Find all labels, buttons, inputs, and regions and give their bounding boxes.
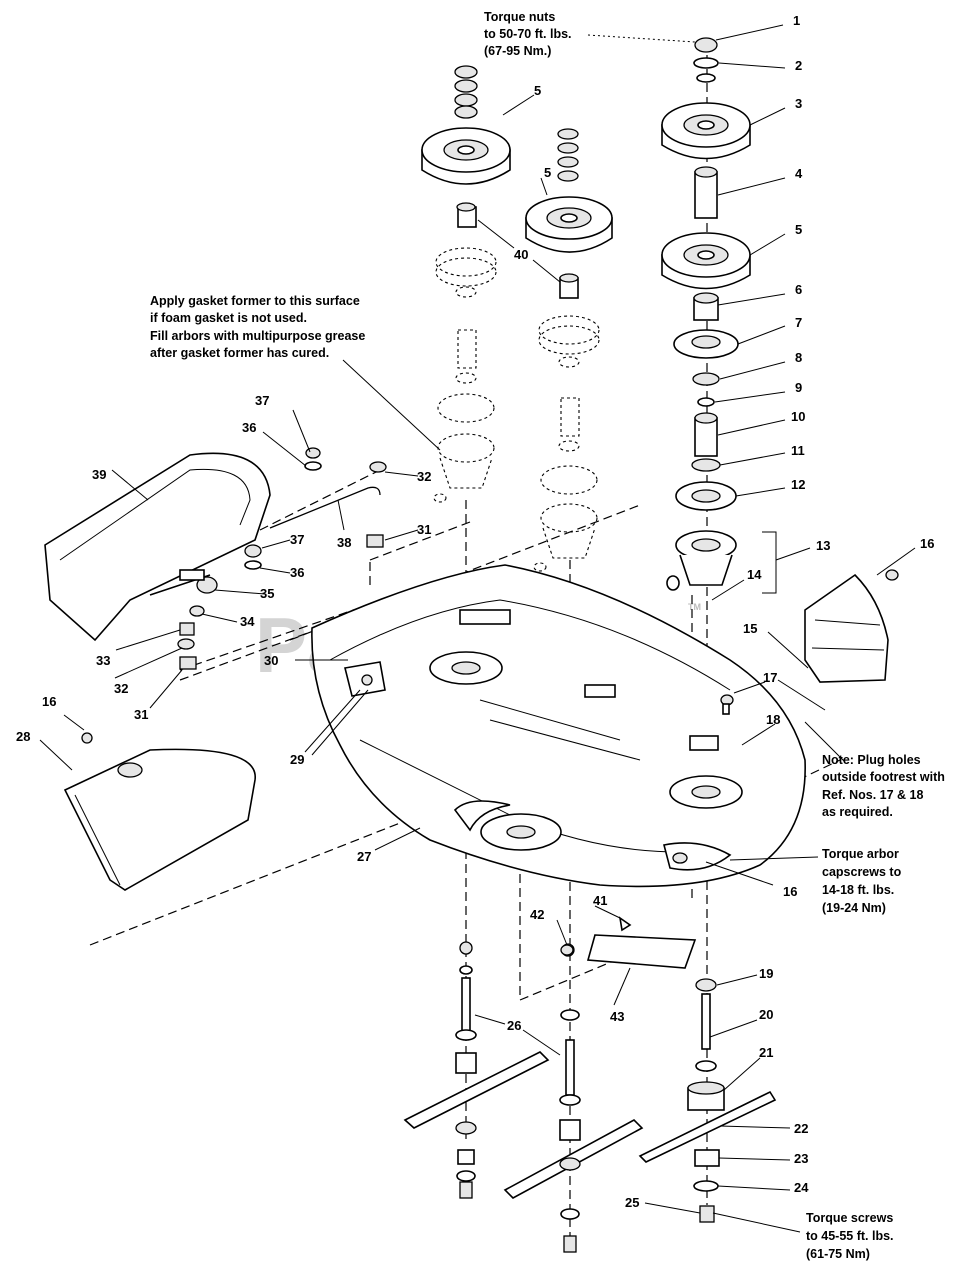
left-spindle-upper <box>421 65 511 503</box>
hardware-small <box>177 447 387 697</box>
callout-16-arbor: 16 <box>783 884 797 899</box>
callout-11: 11 <box>791 443 805 458</box>
callout-31-bottom: 31 <box>134 707 148 722</box>
svg-text:outside footrest with: outside footrest with <box>822 770 945 784</box>
callout-36-top: 36 <box>242 420 256 435</box>
svg-text:Fill arbors with multipurpose: Fill arbors with multipurpose grease <box>150 329 365 343</box>
svg-text:Torque nuts: Torque nuts <box>484 10 555 24</box>
callout-numbers: 1 2 3 4 5 5 5 6 7 8 9 10 11 12 13 14 15 … <box>16 13 934 1210</box>
middle-spindle-upper <box>525 128 613 572</box>
callout-22: 22 <box>794 1121 808 1136</box>
mower-deck <box>311 564 806 888</box>
callout-9: 9 <box>795 380 802 395</box>
callout-36-bottom: 36 <box>290 565 304 580</box>
callout-23: 23 <box>794 1151 808 1166</box>
lower-right-spindle <box>638 978 777 1223</box>
callout-24: 24 <box>794 1180 809 1195</box>
svg-text:(19-24 Nm): (19-24 Nm) <box>822 901 886 915</box>
callout-32-top: 32 <box>417 469 431 484</box>
callout-37-top: 37 <box>255 393 269 408</box>
callout-6: 6 <box>795 282 802 297</box>
callout-33: 33 <box>96 653 110 668</box>
callout-3: 3 <box>795 96 802 111</box>
callout-40: 40 <box>514 247 528 262</box>
callout-42: 42 <box>530 907 544 922</box>
callout-39: 39 <box>92 467 106 482</box>
callout-27: 27 <box>357 849 371 864</box>
svg-text:to 45-55 ft. lbs.: to 45-55 ft. lbs. <box>806 1229 894 1243</box>
callout-28: 28 <box>16 729 30 744</box>
note-gasket: Apply gasket former to this surface if f… <box>150 294 365 360</box>
svg-text:capscrews to: capscrews to <box>822 865 902 879</box>
callout-29: 29 <box>290 752 304 767</box>
callout-30: 30 <box>264 653 278 668</box>
callout-5-left: 5 <box>534 83 541 98</box>
belt-cover <box>804 569 899 683</box>
callout-14: 14 <box>747 567 762 582</box>
callout-25: 25 <box>625 1195 639 1210</box>
callout-35: 35 <box>260 586 274 601</box>
callout-26: 26 <box>507 1018 521 1033</box>
callout-20: 20 <box>759 1007 773 1022</box>
hardware-misc <box>560 694 734 969</box>
callout-5-right: 5 <box>795 222 802 237</box>
callout-17: 17 <box>763 670 777 685</box>
callout-43: 43 <box>610 1009 624 1024</box>
callout-34: 34 <box>240 614 255 629</box>
callout-10: 10 <box>791 409 805 424</box>
note-torque-screws: Torque screws to 45-55 ft. lbs. (61-75 N… <box>806 1211 894 1261</box>
right-spindle-stack <box>661 37 751 591</box>
svg-text:to 50-70 ft. lbs.: to 50-70 ft. lbs. <box>484 27 572 41</box>
callout-5-middle: 5 <box>544 165 551 180</box>
callout-38: 38 <box>337 535 351 550</box>
callout-12: 12 <box>791 477 805 492</box>
note-torque-nuts: Torque nuts to 50-70 ft. lbs. (67-95 Nm.… <box>484 10 572 58</box>
note-torque-arbor: Torque arbor capscrews to 14-18 ft. lbs.… <box>822 847 902 915</box>
leader-lines <box>39 24 916 1233</box>
callout-32-bottom: 32 <box>114 681 128 696</box>
svg-text:Torque arbor: Torque arbor <box>822 847 899 861</box>
callout-15: 15 <box>743 621 757 636</box>
callout-31-top: 31 <box>417 522 431 537</box>
svg-text:Ref. Nos. 17 & 18: Ref. Nos. 17 & 18 <box>822 788 923 802</box>
callout-4: 4 <box>795 166 803 181</box>
svg-text:Torque screws: Torque screws <box>806 1211 893 1225</box>
callout-21: 21 <box>759 1045 773 1060</box>
svg-text:as required.: as required. <box>822 805 893 819</box>
watermark-tm: TM <box>688 602 701 612</box>
callout-16-cover: 16 <box>920 536 934 551</box>
callout-1: 1 <box>793 13 800 28</box>
callout-2: 2 <box>795 58 802 73</box>
svg-text:after gasket former has cured.: after gasket former has cured. <box>150 346 329 360</box>
svg-text:(67-95 Nm.): (67-95 Nm.) <box>484 44 551 58</box>
svg-text:14-18 ft. lbs.: 14-18 ft. lbs. <box>822 883 894 897</box>
side-shield <box>63 732 256 891</box>
callout-18: 18 <box>766 712 780 727</box>
callout-41: 41 <box>593 893 607 908</box>
callout-19: 19 <box>759 966 773 981</box>
svg-text:Apply gasket former to this su: Apply gasket former to this surface <box>150 294 360 308</box>
svg-text:if foam gasket is not used.: if foam gasket is not used. <box>150 311 307 325</box>
svg-text:Note: Plug holes: Note: Plug holes <box>822 753 921 767</box>
callout-8: 8 <box>795 350 802 365</box>
callout-16-shield: 16 <box>42 694 56 709</box>
callout-7: 7 <box>795 315 802 330</box>
callout-13: 13 <box>816 538 830 553</box>
callout-37-bottom: 37 <box>290 532 304 547</box>
discharge-chute <box>44 452 271 642</box>
lower-left-spindle <box>403 941 550 1199</box>
lower-middle-spindle <box>503 943 644 1253</box>
svg-text:(61-75 Nm): (61-75 Nm) <box>806 1247 870 1261</box>
note-plug-holes: Note: Plug holes outside footrest with R… <box>822 753 945 819</box>
